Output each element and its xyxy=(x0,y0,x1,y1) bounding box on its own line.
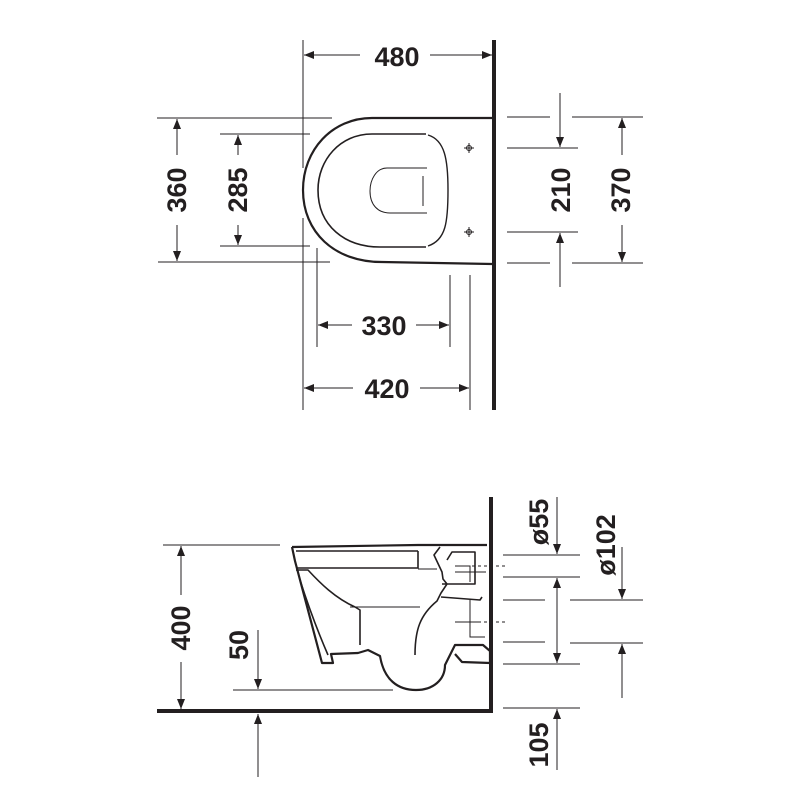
bowl-outline-top xyxy=(301,116,493,266)
svg-text:370: 370 xyxy=(606,167,636,212)
dim-o55: ø55 xyxy=(503,497,580,578)
dim-210-side xyxy=(503,578,580,665)
svg-text:420: 420 xyxy=(364,374,409,404)
seat-outline xyxy=(317,133,426,248)
svg-text:210: 210 xyxy=(546,167,576,212)
dim-105: 105 xyxy=(503,707,580,770)
svg-text:105: 105 xyxy=(524,722,554,767)
dim-420: 420 xyxy=(304,275,471,410)
dim-360: 360 xyxy=(157,117,332,263)
side-view: 400 50 ø55 ø102 xyxy=(157,497,643,777)
seat-hinge-edge xyxy=(427,134,449,247)
svg-text:400: 400 xyxy=(166,605,196,650)
svg-text:285: 285 xyxy=(223,167,253,212)
svg-text:480: 480 xyxy=(374,42,419,72)
dim-480: 480 xyxy=(302,40,492,410)
dim-400: 400 xyxy=(163,544,280,709)
bowl-profile xyxy=(290,543,505,692)
fixing-point-icon xyxy=(464,143,474,237)
dim-o102: ø102 xyxy=(570,514,643,698)
svg-text:ø102: ø102 xyxy=(591,514,621,576)
dim-330: 330 xyxy=(316,248,451,347)
dim-285: 285 xyxy=(220,133,310,247)
dim-210-top: 210 xyxy=(507,93,578,287)
svg-text:330: 330 xyxy=(361,311,406,341)
svg-text:50: 50 xyxy=(224,630,254,660)
svg-text:ø55: ø55 xyxy=(524,499,554,546)
dim-50: 50 xyxy=(224,630,393,777)
bowl-opening xyxy=(369,167,427,214)
svg-text:360: 360 xyxy=(162,167,192,212)
dim-370: 370 xyxy=(572,116,643,264)
top-view: 480 360 285 210 xyxy=(157,40,643,410)
